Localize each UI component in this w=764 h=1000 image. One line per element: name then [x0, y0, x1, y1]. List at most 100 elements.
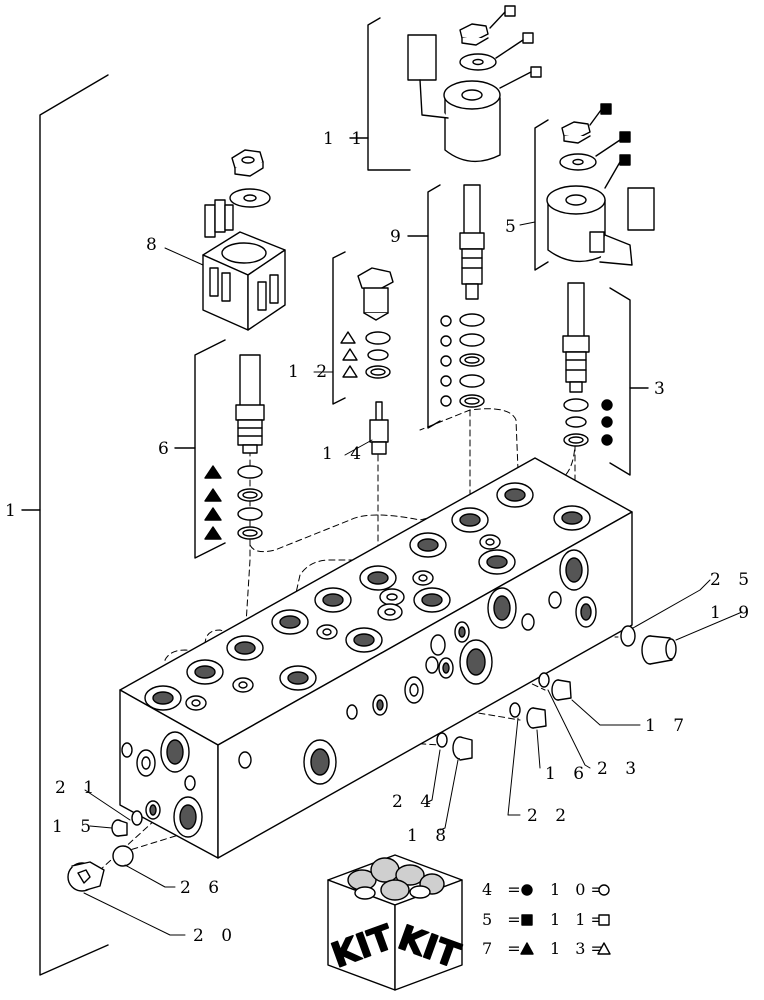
nut-8	[231, 149, 264, 177]
open-triangle-icon	[597, 942, 611, 955]
washer-5	[559, 153, 597, 171]
seals-6	[237, 465, 263, 540]
plug-20	[67, 861, 105, 892]
square-markers-11	[489, 5, 542, 89]
port	[226, 635, 264, 661]
filled-circle-icon	[521, 884, 533, 896]
legend-kit-7: 7 =	[482, 939, 526, 958]
orifice-14	[369, 401, 389, 455]
port	[345, 627, 383, 653]
seal-25	[620, 625, 636, 647]
port	[279, 665, 317, 691]
solenoid-coil-5	[546, 185, 655, 266]
callout-labels: 1 3 5 6 8 9 1 1 1 2 1 4 1 5 1 6 1 7 1 8 …	[5, 129, 755, 946]
bracket-1	[21, 74, 109, 976]
open-circle-icon	[598, 884, 610, 896]
bracket-12	[332, 251, 346, 405]
seal-26	[112, 845, 134, 867]
seal-23	[538, 672, 550, 688]
legend-kit-4: 4 =	[482, 880, 526, 899]
seals-3	[563, 398, 589, 447]
nut-11	[459, 23, 489, 46]
washer-11	[459, 53, 497, 71]
callout-12: 1 2	[288, 362, 333, 382]
bracket-3	[609, 287, 631, 476]
nut-5	[561, 121, 591, 144]
callout-19: 1 9	[710, 603, 755, 623]
callout-5: 5	[505, 217, 522, 237]
callout-16: 1 6	[545, 764, 590, 784]
port	[314, 587, 352, 613]
circle-markers-9	[440, 315, 452, 407]
kit-contents	[347, 857, 445, 901]
callout-11: 1 1	[323, 129, 368, 149]
callout-22: 2 2	[527, 806, 572, 826]
callout-20: 2 0	[193, 926, 238, 946]
seal-22	[509, 702, 521, 718]
valve-cartridge-6	[235, 354, 265, 454]
port	[553, 505, 591, 531]
plug-17	[551, 679, 572, 701]
front-ports	[121, 731, 203, 838]
legend-kit-11: 1 1=	[550, 910, 609, 929]
legend-kit-5: 5 =	[482, 910, 526, 929]
triangle-markers-6	[204, 465, 222, 540]
valve-cartridge-9	[459, 184, 485, 300]
top-ports	[144, 482, 591, 711]
legend-kit-10: 1 0=	[550, 880, 609, 899]
circle-markers-3	[601, 399, 613, 446]
port	[451, 507, 489, 533]
callout-25: 2 5	[710, 570, 755, 590]
plug-12	[357, 267, 394, 321]
washer-8	[229, 188, 271, 208]
port	[359, 565, 397, 591]
kit-box	[327, 854, 463, 991]
callout-17: 1 7	[645, 716, 690, 736]
callout-18: 1 8	[407, 826, 452, 846]
callout-9: 9	[390, 227, 407, 247]
port	[271, 609, 309, 635]
plug-15	[111, 819, 128, 837]
filled-square-icon	[521, 914, 533, 926]
solenoid-coil-8	[202, 199, 286, 331]
callout-leaders	[164, 221, 536, 456]
callout-8: 8	[146, 235, 163, 255]
callout-26: 2 6	[180, 878, 225, 898]
bracket-6	[194, 339, 226, 559]
seal-24	[436, 732, 448, 748]
plug-18	[452, 736, 473, 761]
side-ports	[238, 549, 597, 785]
plug-19	[641, 635, 677, 665]
callout-3: 3	[654, 379, 671, 399]
port	[496, 482, 534, 508]
callout-24: 2 4	[392, 792, 437, 812]
port	[413, 587, 451, 613]
callout-1: 1	[5, 501, 22, 521]
port	[186, 659, 224, 685]
callout-23: 2 3	[597, 759, 642, 779]
seals-12	[365, 331, 391, 379]
valve-cartridge-3	[562, 282, 590, 393]
bracket-11	[367, 17, 411, 171]
callout-14: 1 4	[322, 444, 367, 464]
port	[409, 532, 447, 558]
seal-21	[131, 810, 143, 826]
bracket-9	[427, 184, 441, 429]
port	[478, 549, 516, 575]
plug-16	[526, 707, 547, 729]
filled-triangle-icon	[520, 942, 534, 955]
callout-21: 2 1	[55, 778, 100, 798]
kit-legend: 4 = 5 = 7 = 1 0= 1 1= 1 3=	[482, 880, 611, 958]
seals-9	[459, 313, 485, 408]
legend-kit-13: 1 3=	[550, 939, 609, 958]
triangle-markers-12	[340, 331, 358, 378]
square-markers-5	[589, 103, 631, 189]
port	[144, 685, 182, 711]
callout-6: 6	[158, 439, 175, 459]
open-square-icon	[598, 914, 610, 926]
solenoid-coil-11	[407, 34, 501, 163]
leader-lines	[83, 579, 743, 936]
bracket-5	[534, 119, 549, 271]
callout-15: 1 5	[52, 817, 97, 837]
